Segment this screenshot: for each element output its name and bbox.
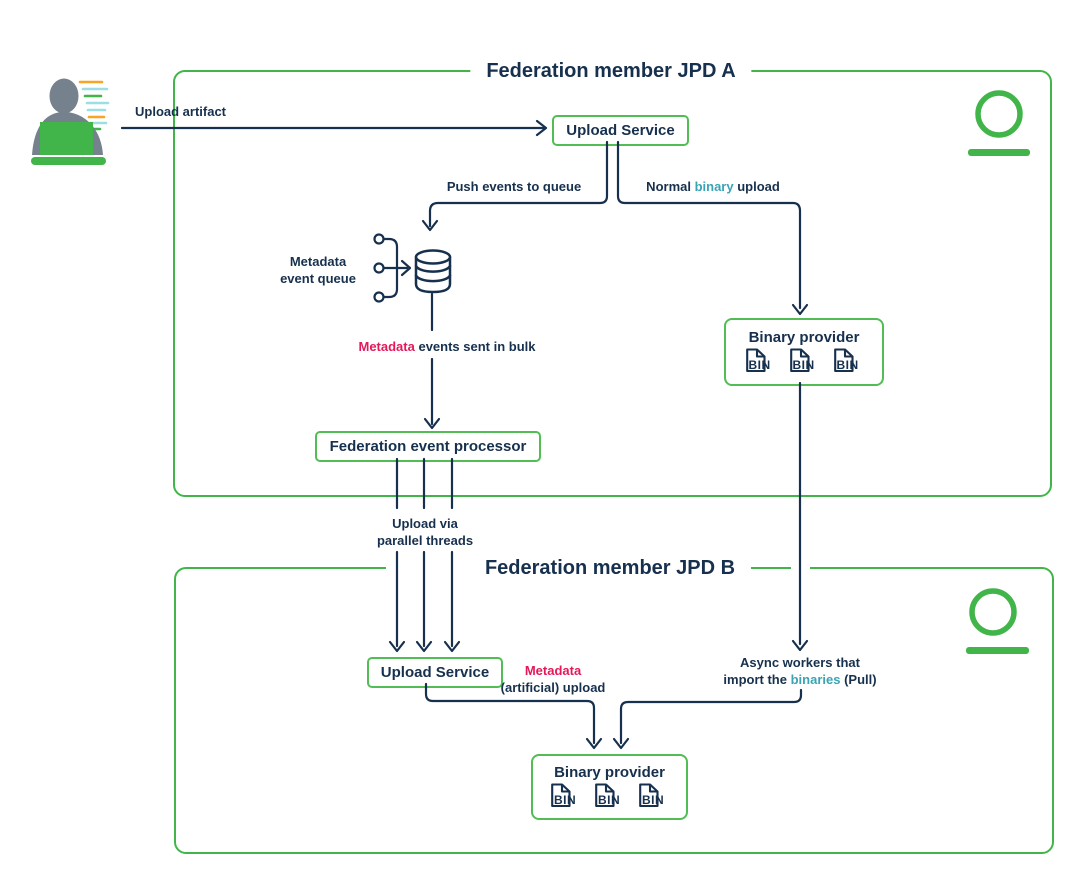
binary-provider-b-files: BIN BIN BIN	[550, 783, 669, 810]
binary-provider-b-box: Binary provider BIN BIN BIN	[531, 754, 688, 820]
async-workers-label: Async workers that import the binaries (…	[723, 655, 877, 687]
bin-file-icon: BIN	[789, 348, 820, 375]
upload-service-b-box: Upload Service	[367, 657, 503, 688]
bin-file-icon: BIN	[638, 783, 669, 810]
upload-service-a-label: Upload Service	[566, 122, 675, 139]
metadata-event-queue-label: Metadata event queue	[280, 254, 356, 286]
metadata-bulk-label: Metadata events sent in bulk	[358, 339, 536, 354]
bin-file-icon: BIN	[550, 783, 581, 810]
upload-artifact-label: Upload artifact	[135, 104, 227, 119]
federation-event-processor-box: Federation event processor	[315, 431, 541, 462]
jpd-a-title: Federation member JPD A	[470, 59, 752, 83]
bin-file-icon: BIN	[594, 783, 625, 810]
binary-provider-b-title: Binary provider	[554, 764, 665, 781]
bin-file-icon: BIN	[745, 348, 776, 375]
binary-provider-a-title: Binary provider	[748, 329, 860, 346]
upload-service-a-box: Upload Service	[552, 115, 689, 146]
metadata-artificial-upload-label: Metadata (artificial) upload	[500, 663, 606, 695]
binary-provider-a-files: BIN BIN BIN	[745, 348, 864, 375]
upload-service-b-label: Upload Service	[380, 664, 490, 681]
jpd-b-title: Federation member JPD B	[468, 556, 752, 580]
speed-lines-icon	[78, 80, 110, 131]
binary-provider-a-box: Binary provider BIN BIN BIN	[724, 318, 884, 386]
push-events-label: Push events to queue	[446, 179, 582, 194]
normal-binary-upload-label: Normal binary upload	[646, 179, 780, 194]
federation-event-processor-label: Federation event processor	[329, 438, 527, 455]
parallel-threads-label: Upload via parallel threads	[376, 516, 474, 548]
bin-file-icon: BIN	[833, 348, 864, 375]
person-at-laptop-icon	[31, 78, 110, 165]
